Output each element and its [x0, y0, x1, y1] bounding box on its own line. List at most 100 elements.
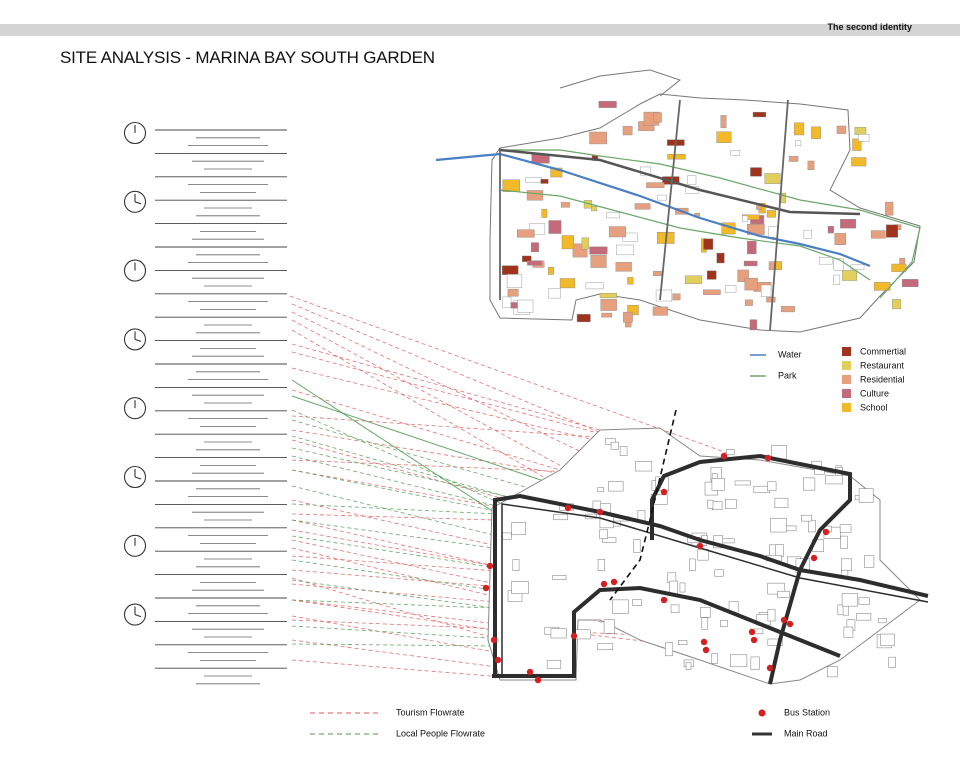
land-use-block	[794, 122, 805, 136]
land-use-block	[885, 201, 894, 216]
tourism-flow-line	[291, 639, 521, 671]
land-use-block	[560, 202, 571, 208]
bus-station-marker	[660, 596, 668, 604]
land-use-block	[525, 177, 543, 183]
land-use-block	[506, 274, 523, 288]
land-use-block	[622, 125, 633, 136]
bus-legend-swatch	[758, 709, 766, 717]
land-use-block	[616, 244, 635, 256]
tourism-flow-line	[291, 469, 571, 521]
land-use-block	[561, 235, 574, 250]
land-use-block	[742, 215, 748, 222]
land-use-block	[606, 212, 620, 219]
land-use-block	[527, 260, 542, 266]
bus-station-marker	[482, 584, 490, 592]
land-use-block	[730, 150, 741, 156]
metro-line	[609, 409, 677, 601]
land-use-block	[601, 312, 613, 318]
bus-station-marker	[486, 562, 494, 570]
land-use-block	[766, 210, 776, 218]
land-use-outline	[489, 93, 921, 333]
land-use-block	[559, 278, 576, 289]
bus-stations	[482, 452, 830, 684]
land-use-block	[766, 296, 776, 303]
site-block	[714, 569, 724, 577]
clock-12-icon	[123, 534, 147, 557]
land-use-block	[615, 262, 632, 272]
site-block	[633, 539, 641, 553]
land-use-block	[827, 226, 834, 234]
timeline-bars	[155, 129, 287, 685]
land-use-block	[842, 270, 858, 281]
tourism-flow-line	[291, 519, 601, 591]
land-use-block	[623, 311, 633, 323]
bus-station-marker	[822, 528, 830, 536]
area-legend-label: Commertial	[860, 346, 906, 356]
bus-station-marker	[766, 664, 774, 672]
land-use-block	[655, 289, 673, 302]
site-block	[678, 640, 688, 645]
land-use-block	[703, 289, 721, 295]
site-block	[767, 582, 785, 595]
land-use-block	[526, 190, 544, 201]
land-use-block	[720, 115, 727, 129]
tourism-flow-line	[291, 577, 501, 641]
land-use-block	[590, 255, 607, 268]
land-use-block	[517, 229, 535, 238]
area-legend-label: Restaurant	[860, 360, 905, 370]
land-use-block	[737, 269, 749, 282]
land-use-block	[807, 160, 815, 170]
land-use-block	[598, 101, 617, 108]
clock-17-icon	[123, 465, 147, 489]
land-use-block	[540, 179, 549, 184]
bus-station-marker	[748, 628, 756, 636]
tourism-flow-line	[291, 389, 561, 471]
land-use-block	[530, 242, 539, 253]
main-road-south	[492, 585, 841, 678]
site-block	[711, 653, 718, 664]
land-use-block	[627, 305, 639, 316]
land-use-block	[901, 279, 919, 288]
land-use-block	[788, 155, 799, 162]
land-use-block	[608, 226, 626, 238]
site-block	[774, 497, 789, 508]
land-use-block	[627, 277, 634, 285]
bus-station-marker	[570, 632, 578, 640]
site-block	[552, 575, 567, 580]
tourism-flow-line	[291, 439, 581, 521]
tourism-flow-line	[289, 295, 731, 455]
tourism-legend-label: Tourism Flowrate	[396, 707, 465, 717]
land-use-block	[760, 284, 772, 297]
site-block	[767, 609, 776, 622]
land-use-block	[657, 194, 667, 201]
road-legend-label: Main Road	[784, 728, 828, 738]
land-use-block	[836, 125, 847, 134]
land-use-map	[435, 69, 921, 333]
clock-12-icon	[123, 121, 147, 145]
land-use-block	[541, 209, 548, 218]
clock-15-icon	[123, 190, 147, 213]
site-block	[750, 656, 760, 670]
bus-station-marker	[810, 554, 818, 562]
site-block	[803, 477, 816, 491]
site-block	[858, 597, 870, 605]
tourism-flow-line	[291, 499, 561, 561]
local-flow-line	[291, 379, 501, 517]
site-block	[827, 666, 838, 678]
site-block	[840, 535, 848, 549]
land-use-block	[716, 131, 732, 143]
land-use-block	[886, 224, 899, 238]
land-use-block	[653, 270, 663, 276]
top-roads	[499, 99, 789, 331]
site-block	[841, 558, 852, 571]
site-block	[880, 633, 895, 646]
clock-12-icon	[123, 397, 147, 420]
land-use-block	[743, 260, 758, 267]
land-use-block	[716, 252, 725, 264]
land-use-block	[811, 126, 821, 139]
land-use-block	[750, 167, 762, 177]
water-legend-label: Water	[778, 349, 802, 359]
site-block	[707, 499, 714, 509]
land-use-block	[667, 154, 686, 160]
site-block	[770, 518, 787, 533]
